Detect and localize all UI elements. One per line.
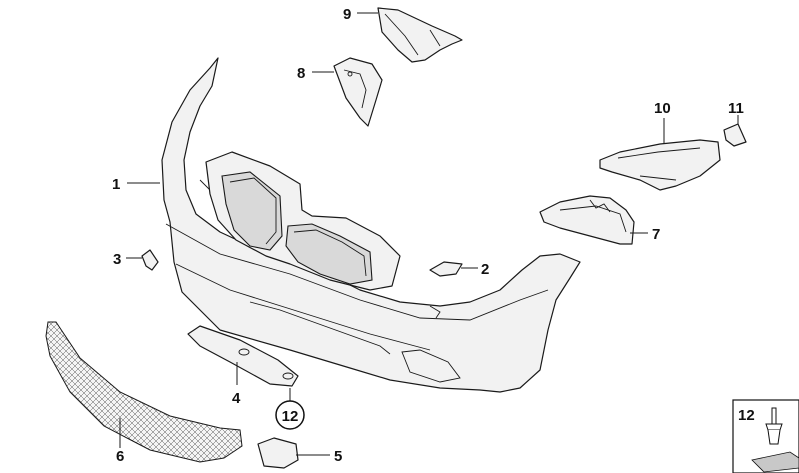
part-11-clip	[723, 123, 747, 147]
callout-6: 6	[116, 448, 124, 465]
callout-1: 1	[112, 176, 120, 193]
part-1-bumper	[161, 57, 581, 393]
callout-8: 8	[297, 65, 305, 82]
callout-11: 11	[728, 100, 744, 117]
part-2-cover	[429, 261, 463, 277]
part-5-cover	[257, 437, 299, 469]
leader-lines	[119, 12, 739, 456]
callout-12-circled: 12	[275, 400, 305, 430]
part-10-duct	[599, 139, 721, 191]
callout-12: 12	[282, 408, 299, 425]
part-3-clip	[141, 249, 159, 271]
push-rivet-icon	[765, 407, 783, 445]
inset-part-12: 12	[732, 399, 799, 473]
callout-3: 3	[113, 251, 121, 268]
callout-10: 10	[654, 100, 671, 117]
part-4-trim	[187, 325, 299, 387]
part-6-grille	[45, 321, 243, 463]
callout-9: 9	[343, 6, 351, 23]
callout-5: 5	[334, 448, 342, 465]
part-9-air-duct	[377, 7, 463, 63]
part-7-bracket	[539, 195, 635, 245]
callout-4: 4	[232, 390, 241, 407]
callout-2: 2	[481, 261, 489, 278]
part-8-bracket	[333, 57, 383, 127]
inset-label: 12	[738, 407, 755, 424]
callout-7: 7	[652, 226, 660, 243]
